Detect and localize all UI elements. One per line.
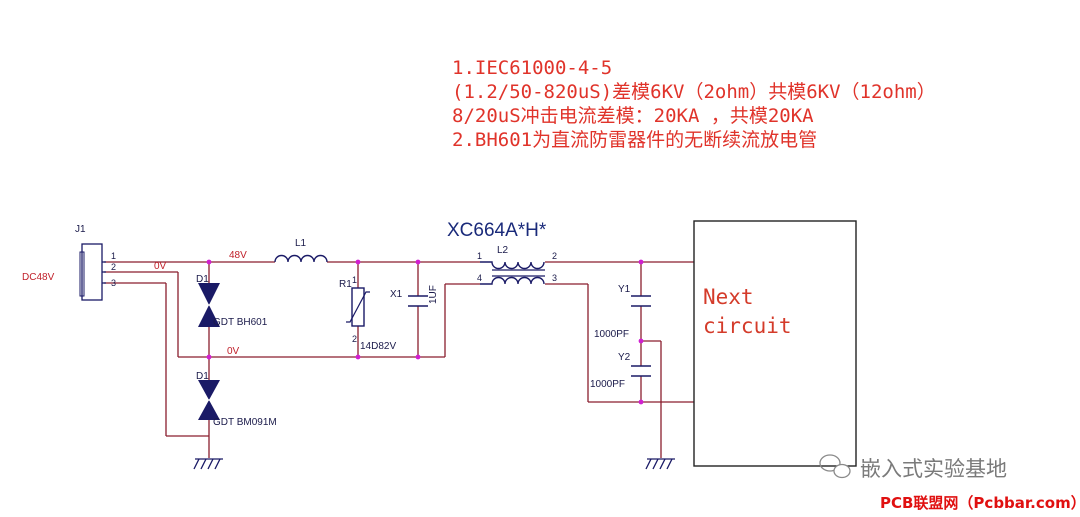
- inductor-ref: L1: [295, 238, 307, 249]
- varistor-r1: R1 1 2 14D82V: [339, 275, 396, 352]
- ground-right-hatch: [645, 458, 652, 470]
- junction-dot: [355, 354, 361, 360]
- next-circuit-block: Next circuit: [693, 220, 857, 467]
- choke-l2: L2 1 2 4 3: [477, 245, 557, 285]
- inductor-l1: L1: [274, 238, 328, 263]
- wechat-icon: [819, 454, 851, 479]
- capacitor-x1: X1 1UF: [390, 285, 439, 307]
- varistor-body: [351, 287, 365, 327]
- junction-dot: [206, 354, 212, 360]
- choke-pin-4: 4: [477, 273, 482, 283]
- capacitor-y2: Y2 1000PF: [590, 352, 651, 390]
- gdt-bottom-tri-down: [198, 380, 220, 400]
- gdt-bottom-value: GDT BM091M: [213, 417, 277, 428]
- ground-right-hatch: [652, 458, 659, 470]
- note-line-4: 2.BH601为直流防雷器件的无断续流放电管: [452, 129, 818, 151]
- ground-left-hatch: [214, 458, 221, 470]
- junction-dot: [415, 259, 421, 265]
- choke-winding-bottom: [480, 276, 545, 285]
- capacitor-y1-value: 1000PF: [594, 329, 629, 340]
- junction-dot: [415, 354, 421, 360]
- note-line-3: 8/20uS冲击电流差模：20KA ，共模20KA: [452, 105, 814, 127]
- junction-dot: [355, 259, 361, 265]
- choke-pin-1: 1: [477, 251, 482, 261]
- wechat-icon-bubble-small: [833, 463, 851, 479]
- choke-pin-2: 2: [552, 251, 557, 261]
- gdt-bottom: D1 GDT BM091M: [196, 371, 277, 428]
- choke-ref: L2: [497, 245, 509, 256]
- junction-dot: [638, 399, 644, 405]
- gdt-bottom-ref: D1: [196, 371, 209, 382]
- watermark: 嵌入式实验基地: [819, 454, 1007, 481]
- junctions: [206, 259, 644, 405]
- ground-right-hatch: [659, 458, 666, 470]
- choke-winding-top: [480, 261, 545, 270]
- connector-ref: J1: [75, 224, 86, 235]
- gdt-top: D1 GDT BH601: [196, 274, 268, 328]
- next-circuit-line-2: circuit: [703, 314, 792, 338]
- note-line-1: 1.IEC61000-4-5: [452, 57, 613, 79]
- next-circuit-box: [693, 220, 857, 467]
- gdt-top-tri-down: [198, 283, 220, 305]
- junction-dot: [638, 338, 644, 344]
- next-circuit-line-1: Next: [703, 285, 754, 309]
- varistor-value: 14D82V: [360, 341, 396, 352]
- connector-label: DC48V: [22, 272, 55, 283]
- varistor-pin-1: 1: [352, 275, 357, 285]
- ground-symbol-left: [193, 458, 223, 470]
- junction-dot: [206, 259, 212, 265]
- gdt-top-ref: D1: [196, 274, 209, 285]
- connector-latch: [79, 251, 85, 297]
- junction-dot: [638, 259, 644, 265]
- gdt-bottom-tri-up: [198, 400, 220, 420]
- note-line-2: (1.2/50-820uS)差模6KV（2ohm）共模6KV（12ohm）: [452, 81, 936, 103]
- net-label-0v-top: 0V: [154, 261, 167, 272]
- connector-pin-1: 1: [111, 251, 116, 261]
- capacitor-x1-value: 1UF: [428, 285, 439, 304]
- varistor-pin-2: 2: [352, 334, 357, 344]
- choke-pin-3: 3: [552, 273, 557, 283]
- notes-block: 1.IEC61000-4-5 (1.2/50-820uS)差模6KV（2ohm）…: [452, 56, 936, 152]
- ground-symbol-right: [645, 458, 675, 470]
- net-label-48v: 48V: [229, 250, 247, 261]
- gdt-top-value: GDT BH601: [213, 317, 268, 328]
- watermark-text: 嵌入式实验基地: [860, 457, 1007, 481]
- inductor-coil: [274, 254, 328, 263]
- net-label-0v-mid: 0V: [227, 346, 240, 357]
- varistor-slash: [346, 291, 370, 323]
- capacitor-x1-ref: X1: [390, 289, 403, 300]
- connector-body: [81, 243, 103, 301]
- ground-left-hatch: [207, 458, 214, 470]
- wechat-icon-bubble-large: [819, 454, 841, 472]
- capacitor-y2-value: 1000PF: [590, 379, 625, 390]
- connector-pin-3: 3: [111, 278, 116, 288]
- varistor-ref: R1: [339, 279, 352, 290]
- connector-j1: J1 DC48V 1 2 3: [22, 224, 116, 301]
- schematic-title: XC664A*H*: [447, 220, 547, 241]
- footer-text: PCB联盟网（Pcbbar.com）: [880, 494, 1080, 512]
- gdt-top-tri-up: [198, 305, 220, 327]
- capacitor-y1: Y1 1000PF: [594, 284, 651, 340]
- wires: [104, 261, 694, 458]
- capacitor-y2-ref: Y2: [618, 352, 631, 363]
- ground-right-hatch: [666, 458, 673, 470]
- ground-left-hatch: [200, 458, 207, 470]
- ground-left-hatch: [193, 458, 200, 470]
- capacitor-y1-ref: Y1: [618, 284, 631, 295]
- connector-pin-2: 2: [111, 262, 116, 272]
